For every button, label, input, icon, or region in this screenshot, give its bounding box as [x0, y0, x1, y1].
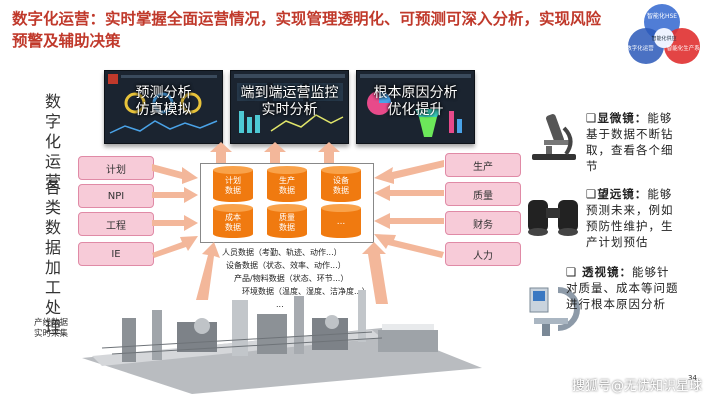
page-number: 34 [688, 374, 697, 382]
data-list-item: 产品/物料数据（状态、环节...） [234, 274, 349, 283]
source-pill-npi: NPI [78, 184, 154, 208]
label-realtime: 产线数据实时采集 [34, 318, 69, 339]
screen-title-line1: 端到端运营监控 [240, 85, 339, 101]
source-pill-ie: IE [78, 242, 154, 266]
screen-title-line2: 优化提升 [387, 102, 444, 118]
screen-title-line1: 根本原因分析 [373, 85, 458, 101]
dashboard-graphic [360, 74, 471, 137]
page-title: 数字化运营：实时掌握全面运营情况，实现管理透明化、可预测可深入分析，实现风险预警… [12, 10, 602, 50]
arrow-right-icon [152, 236, 198, 258]
source-pill-finance: 财务 [445, 211, 521, 235]
cylinder-label: 生产 [279, 175, 295, 185]
database-cylinder [267, 204, 307, 238]
microscope-icon [532, 114, 576, 160]
cylinder-label: 数据 [279, 185, 295, 195]
screen-title-line1: 预测分析 [135, 85, 192, 101]
tool-desc: 能够基于数据不断钻取，查看各个细节 [586, 111, 674, 173]
source-pill-hr: 人力 [445, 242, 521, 266]
arrow-up-icon [196, 242, 220, 300]
dashboard-screen-predict: 预测分析仿真模拟 [104, 70, 223, 144]
tool-name: 显微镜： [597, 111, 648, 125]
data-input-arrows [196, 242, 388, 304]
watermark: 搜狐号@无忧知识星球 [571, 379, 702, 394]
binoculars-icon [528, 200, 578, 236]
screen-title-line2: 实时分析 [261, 102, 318, 118]
venn-label-hse: 智能化HSE [647, 12, 677, 20]
arrow-right-icon [152, 164, 198, 184]
arrow-up-icon [264, 142, 286, 164]
cylinder-label: ... [337, 217, 346, 227]
left-arrows [152, 164, 198, 258]
source-pill-production: 生产 [445, 153, 521, 177]
factory-illustration [82, 290, 482, 394]
screen-title-line2: 仿真模拟 [135, 102, 192, 118]
database-cylinder [213, 204, 253, 238]
up-arrows [210, 142, 340, 164]
cylinder-label: 计划 [225, 175, 241, 185]
source-pill-engineering: 工程 [78, 212, 154, 236]
tool-microscope: ❑显微镜：能够基于数据不断钻取，查看各个细节 [586, 110, 681, 174]
data-list-item: ... [276, 300, 284, 309]
checkbox-icon: ❑ [586, 111, 598, 125]
cylinder-label: 质量 [279, 212, 295, 222]
source-pill-quality: 质量 [445, 182, 521, 206]
tool-name: 透视镜： [581, 265, 632, 279]
label-data-processing: 各类数据加工处理 [44, 178, 61, 337]
dashboard-graphic [234, 74, 345, 133]
data-list-item: 设备数据（状态、效率、动作...） [226, 261, 346, 270]
cylinder-label: 设备 [333, 175, 349, 185]
dashboard-screen-monitor: 端到端运营监控实时分析 [230, 70, 349, 144]
data-source-list: 人员数据（考勤、轨迹、动作...） 设备数据（状态、效率、动作...） 产品/物… [222, 246, 392, 311]
data-list-item: 人员数据（考勤、轨迹、动作...） [222, 248, 342, 257]
database-cylinder [321, 166, 361, 202]
checkbox-icon: ❑ [566, 265, 578, 279]
xray-machine-icon [529, 287, 580, 336]
arrow-left-icon [374, 213, 444, 229]
dashboard-screen-rootcause: 根本原因分析优化提升 [356, 70, 475, 144]
arrow-left-icon [374, 160, 444, 184]
cylinder-label: 数据 [333, 185, 349, 195]
database-cylinder [213, 166, 253, 202]
arrow-left-icon [374, 234, 444, 258]
dashboard-graphic [108, 74, 218, 134]
venn-circle-supply [654, 28, 674, 48]
tool-desc: 能够针对质量、成本等问题进行根本原因分析 [566, 265, 679, 311]
cylinder-label: 数据 [279, 222, 295, 232]
tool-name: 望远镜： [597, 187, 648, 201]
checkbox-icon: ❑ [586, 187, 598, 201]
tool-xray: ❑ 透视镜：能够针对质量、成本等问题进行根本原因分析 [566, 264, 680, 312]
cylinder-label: 成本 [225, 212, 241, 222]
source-pill-plan: 计划 [78, 156, 154, 180]
arrow-up-icon [362, 242, 388, 304]
venn-label-supply: 智能化供应 [651, 35, 676, 42]
arrow-left-icon [374, 185, 444, 201]
data-list-item: 环境数据（温度、湿度、洁净度...） [242, 287, 370, 296]
cylinder-grid: 计划 数据 生产 数据 设备 数据 成本 数据 质量 数据 ... [213, 166, 361, 238]
tool-telescope: ❑望远镜：能够预测未来，例如预防性维护，生产计划预估 [586, 186, 681, 250]
cylinder-label: 数据 [225, 222, 241, 232]
database-cylinder [267, 166, 307, 202]
label-digital-ops: 数字化运营 [44, 92, 61, 191]
arrow-up-icon [210, 142, 232, 164]
venn-label-ops: 数字化运营 [626, 44, 654, 52]
tool-desc: 能够预测未来，例如预防性维护，生产计划预估 [586, 187, 674, 249]
arrow-up-icon [318, 142, 340, 164]
database-cylinder [321, 204, 361, 238]
cylinder-label: 数据 [225, 185, 241, 195]
venn-diagram: 智能化HSE 数字化运营 智能化生产系统 智能化供应 [626, 4, 706, 64]
data-center-box: 计划 数据 生产 数据 设备 数据 成本 数据 质量 数据 ... [200, 163, 374, 243]
right-arrows [374, 160, 444, 258]
venn-label-production: 智能化生产系统 [667, 44, 706, 52]
arrow-right-icon [152, 187, 198, 203]
arrow-right-icon [152, 215, 198, 231]
